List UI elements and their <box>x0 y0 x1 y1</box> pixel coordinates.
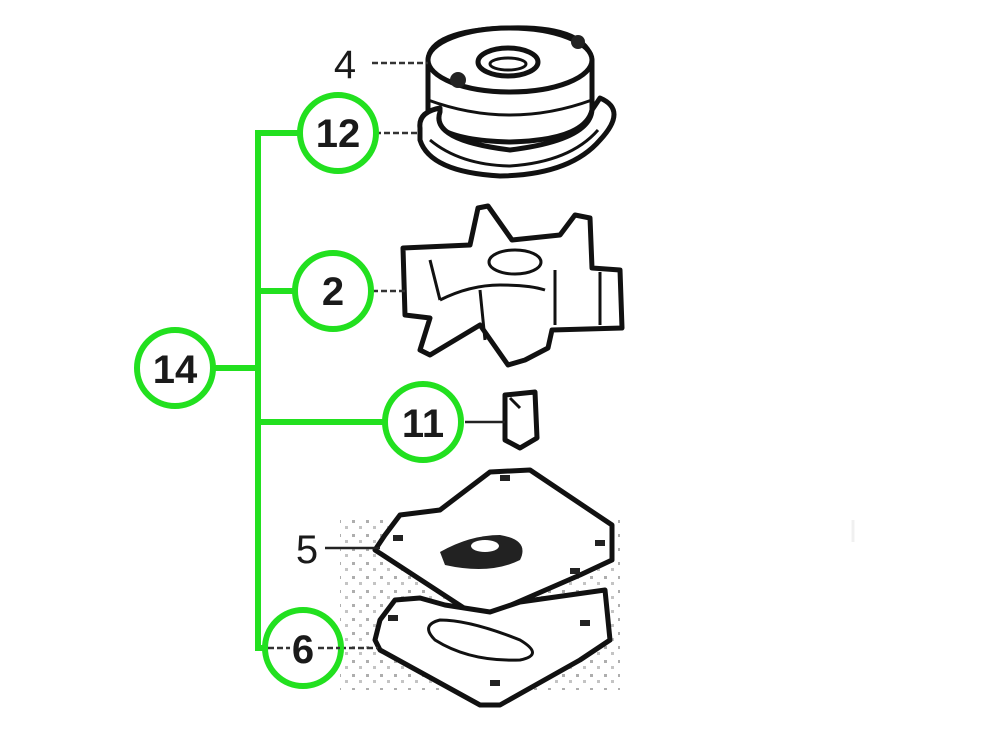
impeller-key-drawing[interactable] <box>502 389 540 451</box>
svg-text:14: 14 <box>153 348 198 392</box>
svg-text:11: 11 <box>402 402 444 446</box>
svg-text:6: 6 <box>292 628 314 672</box>
callout-14-kit[interactable]: 14 <box>134 327 216 409</box>
svg-text:12: 12 <box>316 112 361 156</box>
callout-ring-2 <box>292 250 374 332</box>
part-label-4[interactable]: 4 <box>334 43 356 87</box>
svg-text:2: 2 <box>322 270 344 314</box>
callout-6[interactable]: 6 <box>262 607 344 689</box>
callout-ring-12 <box>297 92 379 174</box>
part-label-5[interactable]: 5 <box>296 528 318 572</box>
svg-text:4: 4 <box>334 43 356 87</box>
svg-text:5: 5 <box>296 528 318 572</box>
callout-ring-14 <box>134 327 216 409</box>
callout-11[interactable]: 11 <box>382 381 464 463</box>
callout-2[interactable]: 2 <box>292 250 374 332</box>
callout-ring-11 <box>382 381 464 463</box>
housing-gasket-drawing[interactable] <box>417 95 617 179</box>
wear-plate-drawing[interactable] <box>372 467 615 615</box>
callout-ring-6 <box>262 607 344 689</box>
impeller-drawing[interactable] <box>400 203 625 368</box>
pump-housing-drawing[interactable] <box>425 25 595 145</box>
gasket-drawing[interactable] <box>372 587 613 708</box>
callout-12[interactable]: 12 <box>297 92 379 174</box>
